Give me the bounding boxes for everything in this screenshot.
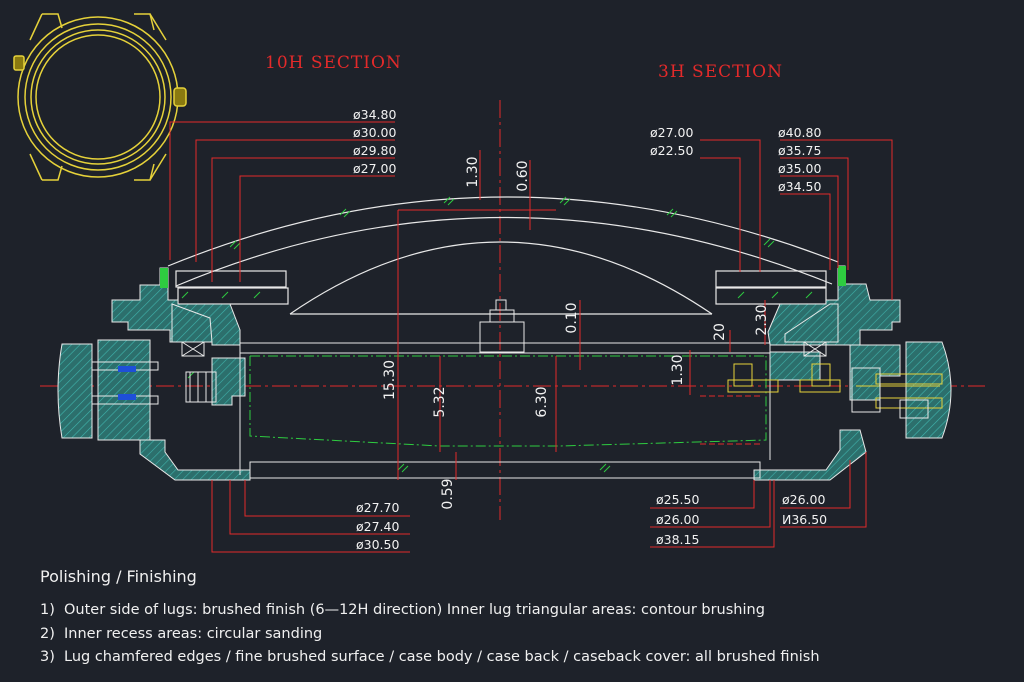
dims-top-right: ø40.80 ø35.75 ø35.00 ø34.50 — [778, 125, 821, 194]
dim-label-vertical: 0.10 — [564, 302, 580, 333]
dim-label-vertical: 2.30 — [754, 304, 770, 335]
dims-bottom-left: ø27.70 ø27.40 ø30.50 — [356, 500, 399, 552]
movement-outline — [249, 355, 767, 447]
dim-label: ø29.80 — [353, 143, 396, 158]
crown-left — [91, 361, 217, 405]
dim-label: ø30.50 — [356, 537, 399, 552]
note-item: 1) Outer side of lugs: brushed finish (6—… — [40, 602, 1010, 626]
note-number: 2) — [40, 625, 55, 642]
dim-label-vertical: 0.60 — [515, 160, 531, 191]
case-body-left — [57, 267, 251, 481]
dim-label: ø26.00 — [656, 512, 699, 527]
finishing-notes: Polishing / Finishing 1) Outer side of lu… — [40, 567, 1010, 673]
dim-label: ø34.50 — [778, 179, 821, 194]
note-text: Outer side of lugs: brushed finish (6—12… — [64, 602, 765, 618]
dim-label-vertical: 0.59 — [440, 478, 456, 509]
dim-label-vertical: 6.30 — [534, 386, 550, 417]
crown-right — [727, 363, 943, 409]
dim-label: И36.50 — [782, 512, 827, 527]
dim-label: ø34.80 — [353, 107, 396, 122]
dims-top-mid: ø27.00 ø22.50 — [650, 125, 693, 158]
dim-label-vertical: 1.30 — [465, 156, 481, 187]
dim-label: ø22.50 — [650, 143, 693, 158]
dim-label: ø27.40 — [356, 519, 399, 534]
vertical-dims: 1.30 0.60 0.10 15.30 5.32 6.30 0.59 20 2… — [382, 156, 770, 509]
dial-plate — [181, 299, 827, 479]
dim-label: ø27.70 — [356, 500, 399, 515]
note-text: Inner recess areas: circular sanding — [64, 625, 323, 642]
dim-label: ø30.00 — [353, 125, 396, 140]
dims-bottom-mid: ø25.50 ø26.00 ø38.15 — [656, 492, 699, 547]
note-text: Lug chamfered edges / fine brushed surfa… — [64, 649, 820, 665]
dim-label: ø27.00 — [353, 161, 396, 176]
section-title-3h: 3H SECTION — [658, 62, 783, 82]
dimension-lines — [169, 121, 893, 553]
crown-right-stem — [700, 367, 929, 445]
dims-top-left: ø34.80 ø30.00 ø29.80 ø27.00 — [353, 107, 396, 176]
notes-title: Polishing / Finishing — [40, 567, 197, 586]
watch-thumbnail — [13, 13, 187, 181]
note-item: 3) Lug chamfered edges / fine brushed sur… — [40, 649, 1010, 673]
dim-label-vertical: 5.32 — [432, 386, 448, 417]
dim-label: ø35.00 — [778, 161, 821, 176]
dim-label-vertical: 20 — [712, 323, 728, 341]
crystal — [167, 196, 839, 315]
note-number: 1) — [40, 602, 55, 618]
note-number: 3) — [40, 649, 55, 665]
case-body-right — [753, 265, 952, 481]
dim-label: ø40.80 — [778, 125, 821, 140]
dim-label-vertical: 15.30 — [382, 360, 398, 400]
dim-label-vertical: 1.30 — [670, 354, 686, 385]
section-title-10h: 10H SECTION — [265, 53, 402, 73]
dim-label: ø38.15 — [656, 532, 699, 547]
dim-label: ø27.00 — [650, 125, 693, 140]
note-item: 2) Inner recess areas: circular sanding — [40, 626, 1010, 650]
glare-marks — [181, 196, 813, 473]
dim-label: ø26.00 — [782, 492, 825, 507]
dims-bottom-right: ø26.00 И36.50 — [782, 492, 827, 527]
dim-label: ø25.50 — [656, 492, 699, 507]
dim-label: ø35.75 — [778, 143, 821, 158]
